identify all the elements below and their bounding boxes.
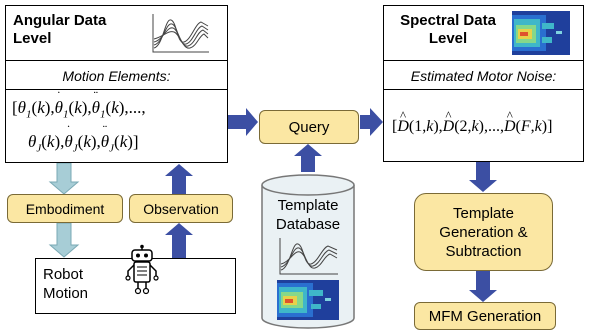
arrow-embodiment-to-robot [48,222,80,258]
robot-motion-label: Robot Motion [43,266,89,302]
arrow-templategen-to-mfm [469,271,497,302]
arrow-database-to-query [294,144,322,172]
d-hat-1: ^D [397,108,409,135]
arrow-robot-to-observation [165,223,193,259]
arrow-query-to-spectral [360,108,383,136]
arrow-angular-to-embodiment [48,162,80,195]
angular-box-title: Angular Data Level [13,12,107,47]
theta-1: θ [17,98,27,117]
motion-elements-label: Motion Elements: [62,68,171,84]
observation-node: Observation [129,194,233,223]
query-node: Query [259,110,359,144]
template-generation-node: Template Generation & Subtraction [414,193,553,271]
database-spectrogram-icon [277,280,339,320]
robot-icon [125,244,159,295]
motion-elements-formula-line-1: [θ1(k),˙θ1(k),¨θ1(k),..., [12,88,146,121]
waveform-icon [152,14,209,53]
mfm-generation-node: MFM Generation [414,302,556,330]
arrow-observation-to-angular [165,164,193,194]
theta-ddot-1: ¨θ [91,88,101,117]
motor-noise-formula: [^D(1,k),^D(2,k),...,^D(F,k)] [392,108,553,135]
angular-box-divider-1 [6,60,227,61]
spectral-box-title: Spectral Data Level [400,12,496,47]
spectrogram-icon [512,11,570,55]
formula-ellipsis: ,..., [124,98,146,117]
database-waveform-icon [279,238,338,275]
theta-dot-1: ˙θ [54,88,64,117]
spectral-box-divider-1 [384,60,583,61]
angular-data-level-box: Angular Data Level Motion Elements: [θ1(… [5,5,228,163]
theta-ddot-j: ¨θ [100,122,110,151]
formula-open-bracket: [ [12,98,18,117]
arrow-angular-to-query [228,108,258,136]
angular-box-divider-2 [6,89,227,90]
spectral-data-level-box: Spectral Data Level Estimated Motor Nois… [383,5,584,162]
theta-j: θ [28,132,37,151]
embodiment-node: Embodiment [7,194,123,223]
motion-elements-formula-line-2: θJ(k),˙θJ(k),¨θJ(k)] [28,122,139,155]
template-database-label: Template Database [275,197,341,233]
robot-motion-box: Robot Motion [35,244,236,314]
spectral-box-divider-2 [384,89,583,90]
formula-close-bracket: ] [132,132,139,151]
arrow-spectral-to-templategen [469,162,497,192]
d-hat-f: ^D [503,108,516,135]
d-hat-2: ^D [442,108,455,135]
theta-dot-j: ˙θ [64,122,73,151]
estimated-motor-noise-label: Estimated Motor Noise: [410,68,557,84]
